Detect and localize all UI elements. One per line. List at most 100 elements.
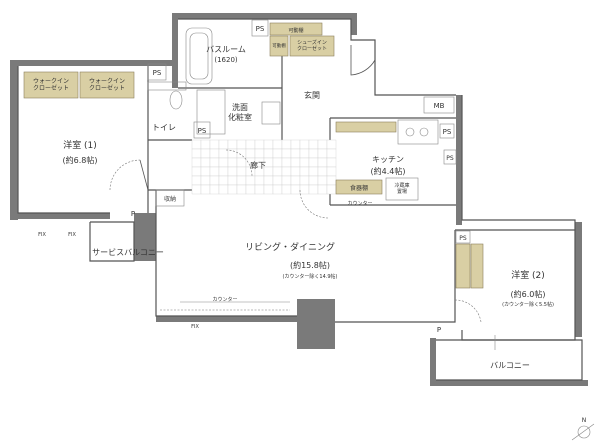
service-balcony-label: サービスバルコニー [92, 248, 164, 257]
walkin-closet-2-text: ウォークインクローゼット [89, 77, 125, 92]
bed2-closet [455, 243, 471, 289]
floor-tile [227, 184, 238, 195]
storage-shuno [155, 189, 185, 207]
floor-tile [218, 175, 229, 186]
movable-shelf-top [269, 22, 323, 36]
floor-tile [317, 184, 328, 195]
bed2-closet-b [470, 243, 484, 289]
floor-tile [254, 148, 265, 159]
western2-note: (カウンター除く5.5帖) [502, 301, 554, 308]
senmen-label: 洗面化粧室 [228, 102, 252, 122]
stove-burner-2 [419, 127, 429, 137]
walkin-closet-1 [23, 71, 79, 99]
ps-box-1 [147, 63, 167, 81]
ps-box-2 [251, 19, 269, 37]
stove-burner-1 [405, 127, 415, 137]
counter-ldk-label: カウンター [212, 296, 237, 303]
bath-name: バスルーム [206, 45, 246, 54]
ps-label-2: PS [256, 25, 265, 33]
floor-tile [254, 175, 265, 186]
floor-tile [191, 139, 202, 150]
toilet-label: トイレ [152, 123, 176, 132]
ps-box-6 [455, 230, 471, 244]
floor-tile [299, 184, 310, 195]
fridge-label: 冷蔵庫置場 [394, 182, 409, 195]
wall-right-upper [456, 95, 462, 225]
wall-right-entry [351, 13, 357, 35]
floor-tile [272, 175, 283, 186]
north-arrow-icon: N [571, 417, 595, 441]
floor-tile [281, 175, 292, 186]
ps-label-4: PS [443, 128, 452, 136]
outline-ldk-right [335, 230, 456, 323]
ps-box-5 [443, 149, 457, 165]
floor-tile [227, 148, 238, 159]
fix-label-1: FIX [38, 232, 46, 238]
floor-tile [236, 184, 247, 195]
genkan-label: 玄関 [304, 90, 320, 100]
floor-tile [263, 184, 274, 195]
ps-label-3: PS [198, 127, 207, 135]
svg-text:N: N [582, 417, 587, 424]
movable-shelf-top-label: 可動棚 [288, 27, 303, 34]
washing-machine [261, 101, 281, 125]
walkin-closet-2 [79, 71, 135, 99]
walkin-closet-1-text: ウォークインクローゼット [33, 77, 69, 92]
floor-tile [263, 148, 274, 159]
outline-upper [178, 18, 456, 96]
ps-label-5: PS [446, 155, 454, 162]
floor-tile [299, 166, 310, 177]
floor-tile [326, 157, 337, 168]
ldk-note: (カウンター除く14.9帖) [282, 273, 337, 280]
outline-right-mid [461, 95, 576, 341]
floor-tile [263, 139, 274, 150]
shoes-in-closet [289, 35, 335, 57]
floor-tile [200, 157, 211, 168]
floor-tile [326, 148, 337, 159]
wall-bed2-right [575, 222, 582, 337]
floor-tile [317, 175, 328, 186]
floor-tile [290, 148, 301, 159]
bed2-door-arc [454, 299, 482, 323]
floor-tile [290, 166, 301, 177]
floor-tile [191, 184, 202, 195]
bed1-door-leaf [139, 159, 149, 191]
ps-label-1: PS [153, 69, 162, 77]
outline-balcony [436, 339, 583, 381]
bed1-closet-door [109, 159, 141, 191]
hallway-label: 廊下 [250, 160, 266, 170]
toilet-bowl [169, 90, 183, 110]
floor-tile [218, 184, 229, 195]
balcony-label: バルコニー [490, 361, 530, 370]
movable-shelf-left-label: 可動棚 [272, 42, 286, 49]
floor-tile [263, 175, 274, 186]
floor-tile [317, 157, 328, 168]
counter-kitchen-label: カウンター [347, 200, 372, 207]
column-bottom-left [134, 213, 156, 261]
floor-tile [191, 166, 202, 177]
floor-tile [200, 175, 211, 186]
floor-tile [299, 175, 310, 186]
floor-tile [281, 157, 292, 168]
fix-label-2: FIX [68, 232, 76, 238]
floor-tile [227, 157, 238, 168]
floor-tile [326, 184, 337, 195]
fridge-space [385, 177, 419, 201]
washroom-tiles [191, 139, 337, 195]
wall-bottom-balcony [430, 380, 588, 386]
ps-box-3 [193, 121, 211, 139]
floor-tile [290, 184, 301, 195]
floor-tile [308, 175, 319, 186]
floor-tile [272, 139, 283, 150]
floor-tile [272, 157, 283, 168]
ldk-size: (約15.8帖) [290, 260, 330, 270]
floor-tile [272, 166, 283, 177]
floor-tile [308, 184, 319, 195]
floor-tile [254, 184, 265, 195]
floor-tile [290, 139, 301, 150]
ldk-name: リビング・ダイニング [245, 241, 335, 253]
bathtub [185, 27, 213, 85]
floor-tile [209, 139, 220, 150]
floor-tile [299, 157, 310, 168]
